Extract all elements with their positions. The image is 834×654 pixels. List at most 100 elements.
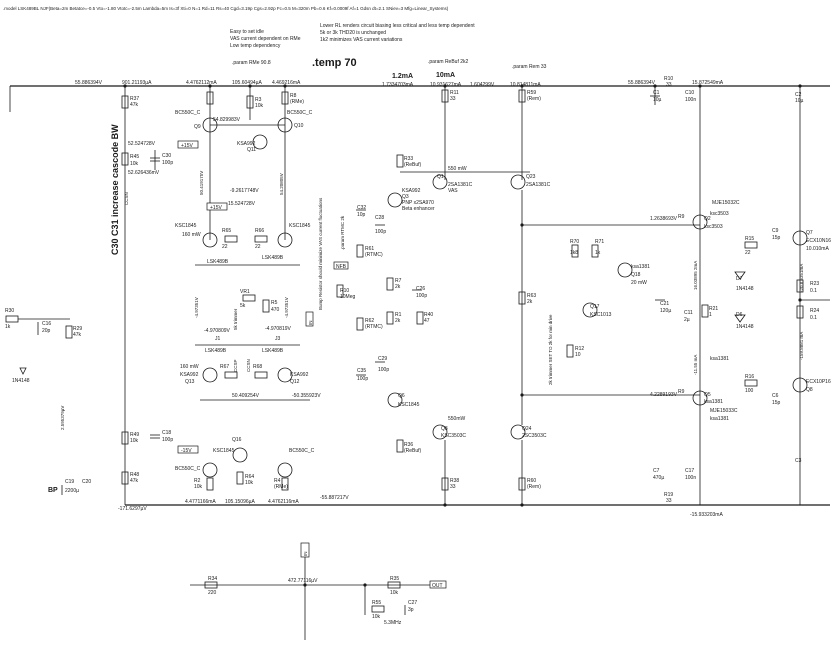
ccsn-label-2: CCSN [246, 359, 251, 372]
c26-label: C26 [416, 286, 425, 292]
c9-label: C9 [772, 228, 779, 234]
resistor-r24 [796, 305, 804, 319]
junction-dot [698, 84, 702, 88]
resistor-r15 [744, 241, 758, 249]
r30-label: R30 [5, 308, 14, 314]
current-label-1: 1.2mA [392, 73, 413, 80]
r4-label: R4 [274, 478, 281, 484]
transistor-q11 [252, 134, 268, 150]
q9-label: Q9 [194, 124, 201, 130]
voltage-v11: 15.872549mA [692, 80, 724, 86]
lsk489-label-bottom-right: LSK489B [262, 348, 284, 354]
r64-value: 10k [245, 480, 254, 486]
r24-label: R24 [810, 308, 819, 314]
resistor-r63 [518, 291, 526, 305]
voltage-v21: -4.970819V [265, 326, 292, 332]
r55-label: R55 [372, 600, 381, 606]
transistor-q18 [617, 262, 633, 278]
c30-label: C30 [162, 153, 171, 159]
r12-value: 10 [575, 352, 581, 358]
q23-label: Q23 [526, 174, 536, 180]
param-rebuf: .param ReBuf 2k2 [428, 59, 469, 65]
resistor-r68 [254, 371, 268, 379]
voltage-v33: 4.2289193V [650, 392, 678, 398]
supply-flag-p15b [177, 445, 199, 454]
current-v38: -11.55 mA [693, 355, 698, 375]
r10-value: 10Meg [340, 294, 356, 300]
voltage-v31: -171.6297µV [118, 506, 147, 512]
r23-label: R23 [810, 281, 819, 287]
current-v40: 10.010mA [806, 246, 829, 252]
junction-dot [283, 84, 287, 88]
ksa992-label-1: KSA992 [237, 141, 256, 147]
voltage-v15: 50.419175V [199, 171, 204, 195]
voltage-v8: 1.604299V [470, 82, 495, 88]
resistor-r65 [224, 235, 238, 243]
voltage-v19: -4.97351V [194, 297, 199, 318]
c17-value: 100n [685, 475, 696, 481]
ksc1845-label-1: KSC1845 [175, 223, 197, 229]
supply-p15b: -15V [181, 448, 192, 454]
q18-power: 20 mW [631, 280, 647, 286]
c6-label: C6 [772, 393, 779, 399]
temp-directive: .temp 70 [312, 57, 357, 69]
r3-value: 10k [255, 103, 264, 109]
nfb-label: NFB [336, 264, 347, 270]
r10-supply-label: R10 [664, 76, 673, 82]
r11-value: 33 [450, 96, 456, 102]
resistor-r33 [396, 154, 404, 168]
supply-p15a: +15V [181, 143, 193, 149]
param-rem: .param Rem 33 [512, 64, 547, 70]
voltage-v4: 105.60494µA [232, 80, 263, 86]
transistor-ksc1845-left [202, 232, 218, 248]
voltage-v16: 54.20805V [279, 173, 284, 195]
junction-dot [653, 84, 657, 88]
r38-value: 33 [450, 484, 456, 490]
r71-label: R71 [595, 239, 604, 245]
c3-label: C3 [795, 458, 802, 464]
voltage-v14: 52.626436mV [128, 170, 160, 176]
r60-value: (Rem) [527, 484, 541, 490]
vr1-value: 5k [240, 303, 246, 309]
junction-dot [520, 84, 524, 88]
r62-label: R62 [365, 318, 374, 324]
voltage-v9: 10.814811mA [510, 82, 541, 88]
resistor-r64 [236, 471, 244, 485]
q24-part: 2SC3503C [522, 433, 547, 439]
c35-value: 100p [357, 376, 368, 382]
note-right-3: 1k2 minimizes VAS current variations [320, 37, 403, 43]
r66-value: 22 [255, 244, 261, 250]
trimmer-5k: 5k trimmer [233, 308, 238, 330]
r49-value: 10k [130, 438, 139, 444]
j3-label: J3 [275, 336, 281, 342]
resistor-r8 [281, 91, 289, 105]
c20-label: C20 [82, 479, 91, 485]
input-flag-inl [305, 311, 314, 327]
r29-value: 47k [73, 332, 82, 338]
r35-label: R35 [390, 576, 399, 582]
r7-value: 2k [395, 284, 401, 290]
r65-value: 22 [222, 244, 228, 250]
q3-label: Q3 [402, 194, 409, 200]
r5-value: 470 [271, 307, 280, 313]
resistor-r40 [416, 311, 424, 325]
c1-label: C1 [653, 90, 660, 96]
junction-dot [123, 84, 127, 88]
resistor-r49 [121, 431, 129, 445]
ksc1845-label-4: KSC1845 [398, 402, 420, 408]
q2-label: Q2 [704, 216, 711, 222]
r45-value: 10k [130, 161, 139, 167]
transistor-q16-right [277, 462, 293, 478]
r34-value: 220 [208, 590, 217, 596]
junction-dot [798, 84, 802, 88]
r15-value: 22 [745, 250, 751, 256]
r7-label: R7 [395, 278, 402, 284]
resistor-r5 [262, 299, 270, 313]
r60-label: R60 [527, 478, 536, 484]
c28-label: C28 [375, 215, 384, 221]
supply-flag-p15a [177, 140, 199, 149]
q1-label: Q1 [437, 174, 444, 180]
d6-label: D6 [736, 312, 743, 318]
bc550-label-4: BC550C_C [289, 448, 315, 454]
